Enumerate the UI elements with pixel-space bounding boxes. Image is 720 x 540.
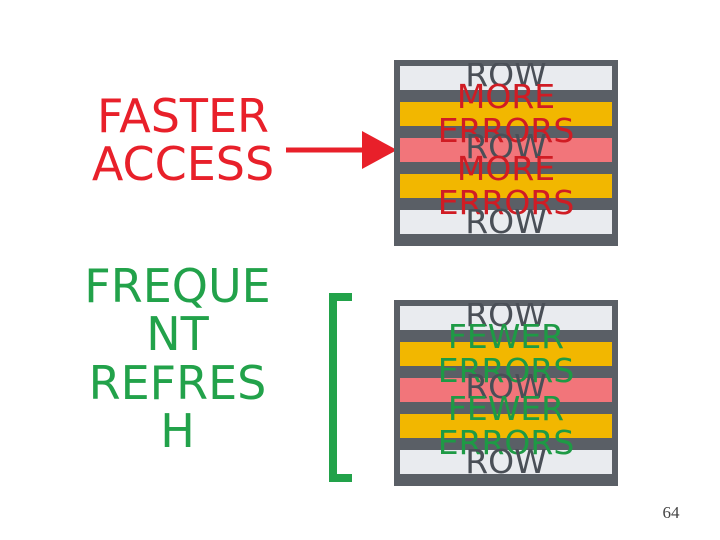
row-label: ROW (465, 60, 547, 94)
frequent-refresh-label: FREQUE NT REFRES H (60, 262, 295, 455)
row-label: ROW (465, 127, 547, 166)
more-errors-label: MORE (456, 149, 556, 188)
row-cell (397, 303, 615, 333)
faster-access-line-2: ACCESS (91, 137, 275, 192)
error-row-cell (397, 411, 615, 441)
errors-label: ERRORS (437, 423, 575, 462)
row-label: ROW (465, 300, 547, 334)
errors-label: ERRORS (437, 183, 575, 222)
error-row-cell (397, 99, 615, 129)
frequent-refresh-line-2: NT (146, 307, 209, 362)
row-label: ROW (465, 202, 547, 241)
more-errors-label: MORE (456, 77, 556, 116)
frequent-refresh-line-1: FREQUE (84, 259, 271, 313)
row-cell (397, 63, 615, 93)
errors-label: ERRORS (437, 111, 575, 150)
accessed-row-cell (397, 375, 615, 405)
page-number: 64 (662, 503, 680, 522)
error-row-cell (397, 171, 615, 201)
accessed-row-cell (397, 135, 615, 165)
arrow-head (362, 131, 397, 169)
errors-label: ERRORS (437, 351, 575, 390)
error-row-cell (397, 339, 615, 369)
row-cell (397, 447, 615, 477)
dram-rows-refresh: ROW FEWER ERRORS ROW FEWER ERRORS ROW (394, 300, 618, 486)
row-cell (397, 207, 615, 237)
frequent-refresh-line-3: REFRES (88, 355, 267, 410)
dram-rows-faster: ROW MORE ERRORS ROW MORE ERRORS ROW (394, 60, 618, 246)
faster-access-line-1: FASTER (96, 89, 270, 143)
fewer-errors-label: FEWER (447, 317, 565, 356)
row-label: ROW (465, 442, 547, 481)
row-label: ROW (465, 367, 547, 406)
faster-access-label: FASTER ACCESS (78, 92, 288, 189)
frequent-refresh-line-4: H (160, 403, 195, 458)
fewer-errors-label: FEWER (447, 389, 565, 428)
